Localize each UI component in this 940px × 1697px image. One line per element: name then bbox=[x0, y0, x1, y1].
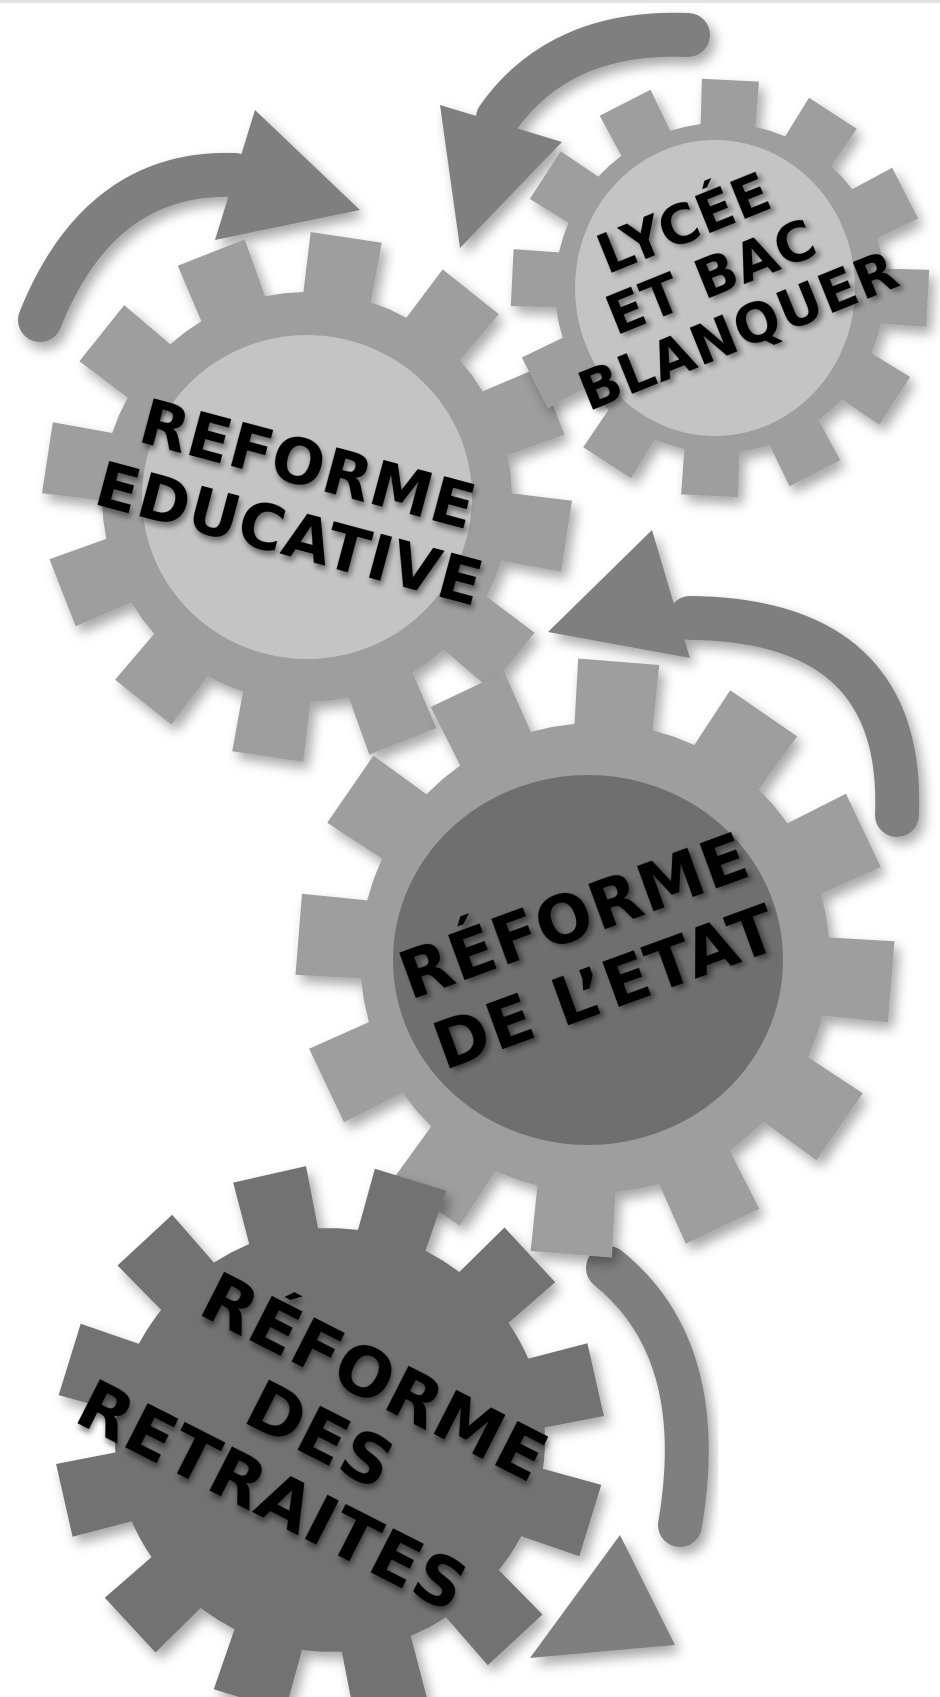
gear-hub bbox=[575, 140, 855, 436]
gear-reforme-educative: REFORME EDUCATIVE bbox=[42, 232, 572, 762]
arrow-top-center bbox=[440, 12, 710, 248]
gear-hub bbox=[142, 335, 472, 659]
gear-hub bbox=[393, 775, 783, 1145]
arrow-bottom-right bbox=[530, 1246, 709, 1658]
arrow-top-left bbox=[18, 110, 360, 342]
gear-reforme-retraites: RÉFORME DES RETRAITES bbox=[56, 1166, 604, 1697]
gear-lycee-bac: LYCÉE ET BAC BLANQUER bbox=[510, 78, 930, 498]
gear-reforme-etat: RÉFORME DE L’ETAT bbox=[295, 658, 895, 1258]
arrow-right-middle bbox=[548, 530, 920, 837]
top-border bbox=[0, 0, 940, 3]
gear-hub bbox=[115, 1230, 545, 1650]
